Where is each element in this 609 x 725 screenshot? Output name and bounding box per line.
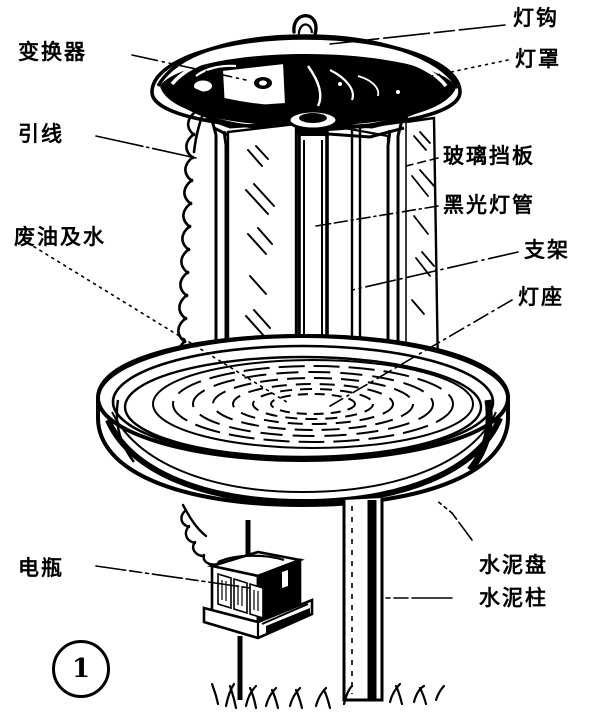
label-lamp-shade: 灯罩 bbox=[515, 47, 561, 71]
figure-number-badge: 1 bbox=[52, 640, 110, 698]
cement-basin-shape bbox=[96, 333, 510, 508]
leader-lines bbox=[27, 24, 519, 599]
grass-shape bbox=[210, 682, 446, 710]
label-lamp-holder: 灯座 bbox=[518, 285, 564, 309]
label-glass-baffle: 玻璃挡板 bbox=[443, 144, 535, 168]
label-waste-oil-and-water: 废油及水 bbox=[14, 225, 106, 249]
label-cement-basin: 水泥盘 bbox=[479, 553, 548, 577]
label-transformer: 变换器 bbox=[18, 40, 87, 64]
figure-number-text: 1 bbox=[71, 654, 91, 684]
lamp-shade-shape bbox=[150, 34, 462, 132]
label-cement-pillar: 水泥柱 bbox=[479, 586, 548, 610]
label-lamp-hook: 灯钩 bbox=[513, 6, 559, 30]
cement-pillar-shape bbox=[342, 498, 384, 702]
label-bracket: 支架 bbox=[524, 238, 570, 262]
label-black-light-tube: 黑光灯管 bbox=[443, 193, 535, 217]
battery-shape bbox=[202, 520, 314, 700]
label-battery: 电瓶 bbox=[18, 556, 64, 580]
label-lead-wire: 引线 bbox=[18, 122, 64, 146]
